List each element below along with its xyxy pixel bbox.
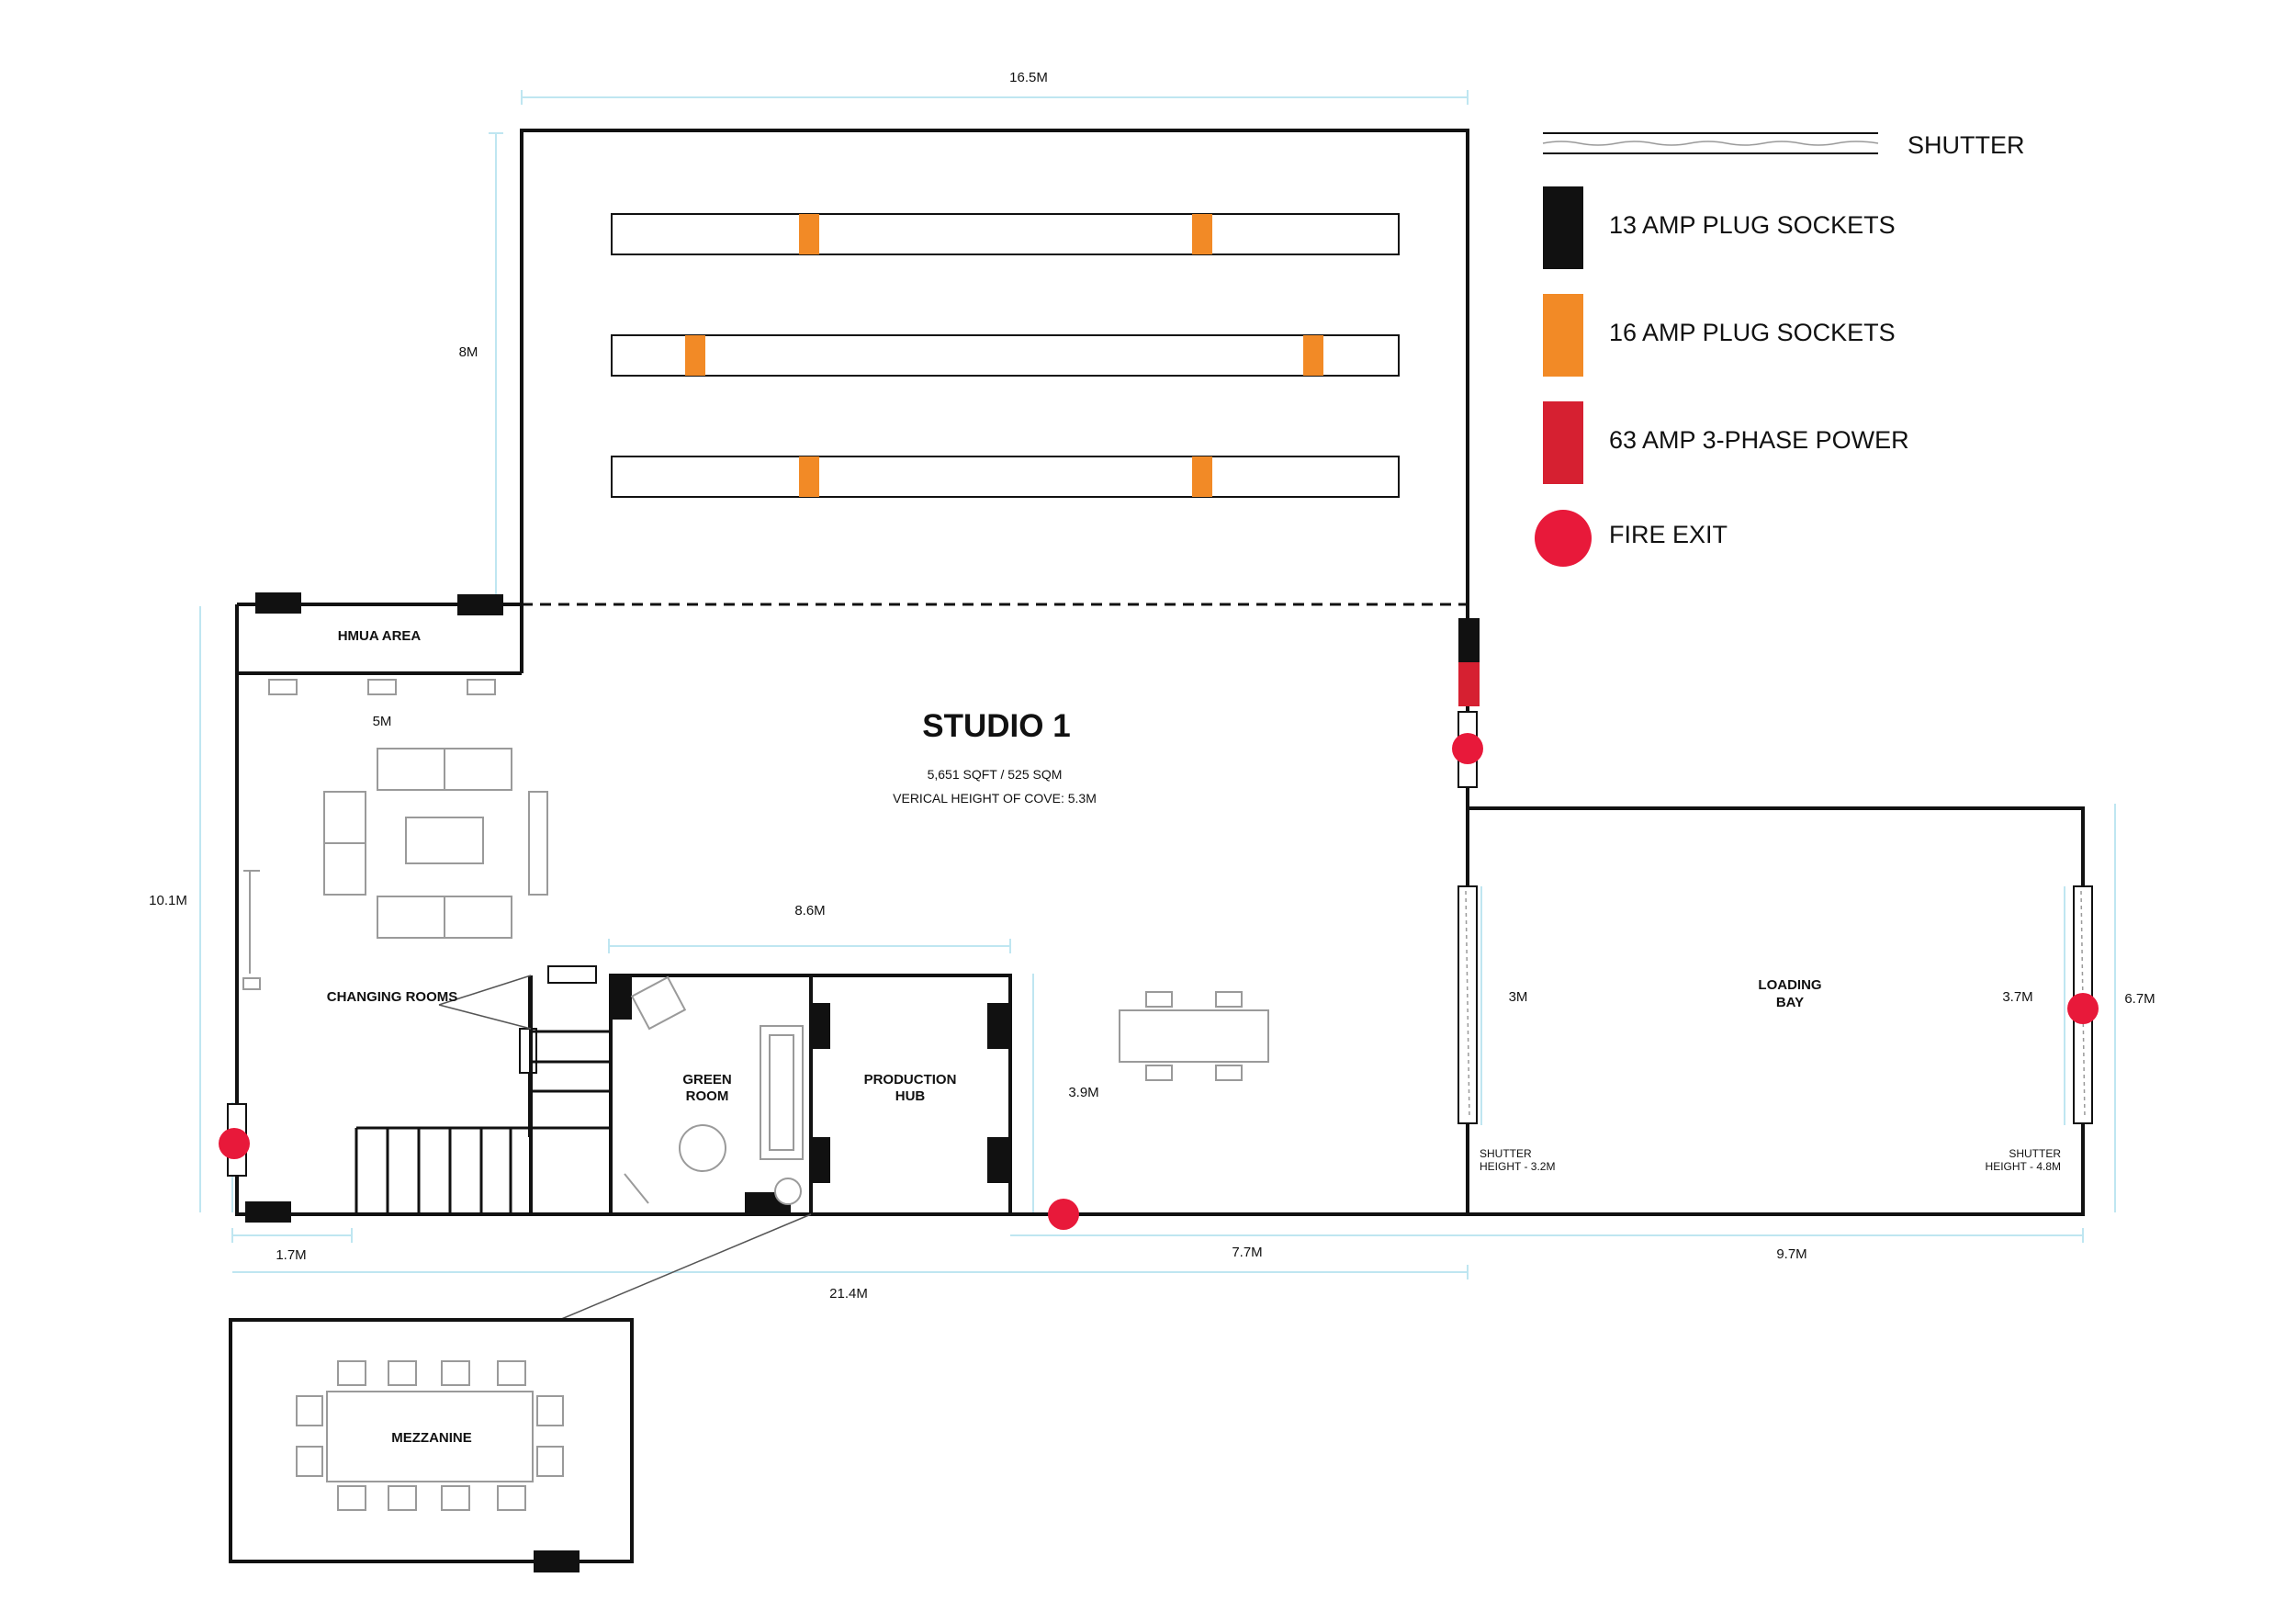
svg-text:13 AMP PLUG SOCKETS: 13 AMP PLUG SOCKETS	[1609, 211, 1896, 239]
socket-13a	[457, 594, 503, 615]
dimension-labels: 16.5M 8M 5M 10.1M 8.6M 3.9M 1.7M 21.4M 7…	[149, 70, 2155, 1302]
shutter-left-label-1: SHUTTER	[1480, 1147, 1532, 1160]
dim-bottom-left: 1.7M	[276, 1247, 306, 1263]
loading-bay-label-2: BAY	[1776, 995, 1804, 1010]
socket-13a	[987, 1003, 1008, 1049]
svg-text:16 AMP PLUG SOCKETS: 16 AMP PLUG SOCKETS	[1609, 319, 1896, 346]
socket-16a	[799, 214, 819, 254]
fire-exits	[219, 733, 2099, 1230]
hmua-label: HMUA AREA	[338, 628, 422, 644]
fire-exit-dot-icon	[1452, 733, 1483, 764]
green-room-label-1: GREEN	[682, 1072, 731, 1088]
svg-text:SHUTTER: SHUTTER	[1908, 131, 2025, 159]
orange-socket-icon	[1543, 294, 1583, 377]
socket-13a	[1458, 618, 1480, 662]
dim-shutter-right: 3.7M	[2002, 989, 2032, 1005]
changing-rooms-label: CHANGING ROOMS	[327, 989, 458, 1005]
rail-1	[611, 213, 1400, 255]
socket-13a	[255, 592, 301, 614]
dimension-lines	[199, 90, 2116, 1279]
production-hub-label-2: HUB	[895, 1088, 926, 1104]
legend-item-shutter: SHUTTER	[1542, 131, 2025, 159]
shutter-right-label-2: HEIGHT - 4.8M	[1986, 1160, 2061, 1173]
dim-bottom-mid: 7.7M	[1232, 1245, 1262, 1260]
socket-13a	[987, 1137, 1008, 1183]
dim-loading-width: 9.7M	[1776, 1246, 1806, 1262]
shutter-left-label-2: HEIGHT - 3.2M	[1480, 1160, 1555, 1173]
lighting-rails	[611, 213, 1400, 498]
furniture	[242, 679, 1269, 1214]
mezzanine	[229, 1213, 812, 1563]
fire-exit-dot-icon	[2067, 993, 2099, 1024]
studio-cove-height: VERICAL HEIGHT OF COVE: 5.3M	[893, 791, 1097, 806]
socket-13a	[809, 1003, 830, 1049]
socket-13a	[611, 974, 632, 1020]
studio-area: 5,651 SQFT / 525 SQM	[928, 767, 1063, 782]
dim-top-height: 8M	[459, 344, 478, 360]
socket-16a	[685, 335, 705, 376]
dim-hmua-width: 5M	[373, 714, 392, 729]
socket-13a	[809, 1137, 830, 1183]
loading-bay-label-1: LOADING	[1758, 977, 1821, 993]
black-socket-icon	[1543, 186, 1583, 269]
fire-exit-dot-icon	[1535, 510, 1592, 567]
socket-16a	[1192, 214, 1212, 254]
socket-16a	[799, 456, 819, 497]
dim-loading-height: 6.7M	[2124, 991, 2155, 1007]
fire-exit-dot-icon	[1048, 1199, 1079, 1230]
dim-shutter-left: 3M	[1509, 989, 1528, 1005]
svg-text:FIRE EXIT: FIRE EXIT	[1609, 521, 1728, 548]
green-room-label-2: ROOM	[686, 1088, 729, 1104]
rail-2	[611, 334, 1400, 377]
dim-inner-width: 8.6M	[794, 903, 825, 919]
red-power-icon	[1543, 401, 1583, 484]
mezzanine-label: MEZZANINE	[391, 1430, 472, 1446]
legend-item-16a: 16 AMP PLUG SOCKETS	[1543, 294, 1896, 377]
svg-text:63 AMP 3-PHASE POWER: 63 AMP 3-PHASE POWER	[1609, 426, 1909, 454]
legend-item-fire-exit: FIRE EXIT	[1535, 510, 1728, 567]
legend: SHUTTER 13 AMP PLUG SOCKETS 16 AMP PLUG …	[1535, 131, 2025, 567]
dim-top-width: 16.5M	[1009, 70, 1048, 85]
fire-exit-dot-icon	[219, 1128, 250, 1159]
socket-16a	[1192, 456, 1212, 497]
room-labels: STUDIO 1 5,651 SQFT / 525 SQM VERICAL HE…	[327, 628, 2062, 1446]
production-hub-label-1: PRODUCTION	[864, 1072, 957, 1088]
dim-left-height: 10.1M	[149, 893, 187, 908]
studio-title: STUDIO 1	[922, 708, 1070, 744]
dim-total-width: 21.4M	[829, 1286, 868, 1302]
shutter-right-label-1: SHUTTER	[2009, 1147, 2061, 1160]
power-63a	[1458, 662, 1480, 706]
socket-13a	[245, 1201, 291, 1223]
sockets-13a	[245, 592, 1480, 1572]
rail-3	[611, 456, 1400, 498]
dim-inner-height: 3.9M	[1068, 1085, 1098, 1100]
socket-16a	[1303, 335, 1323, 376]
legend-item-63a: 63 AMP 3-PHASE POWER	[1543, 401, 1909, 484]
legend-item-13a: 13 AMP PLUG SOCKETS	[1543, 186, 1896, 269]
